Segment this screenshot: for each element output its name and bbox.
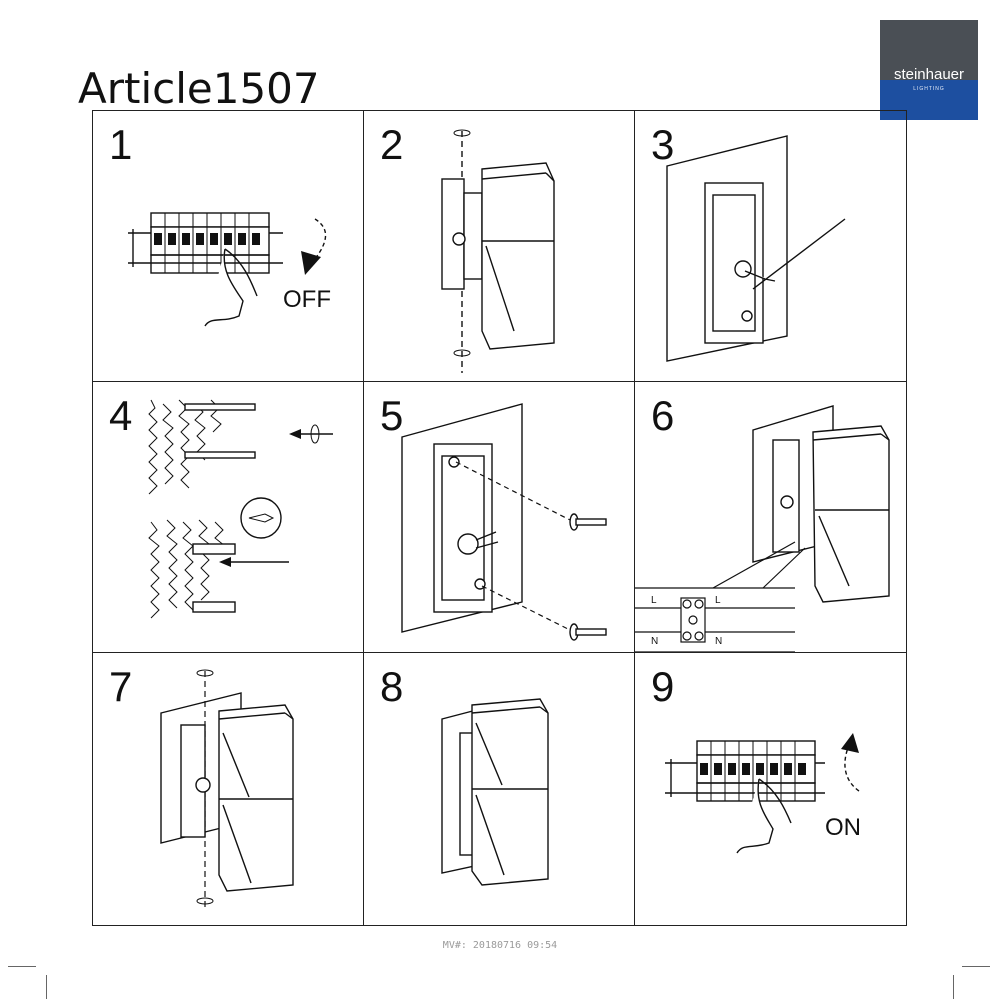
lamp-fixing-illustration <box>160 669 294 911</box>
drill-and-plug-illustration <box>148 399 333 619</box>
page-title: Article1507 <box>78 64 320 113</box>
crop-mark <box>953 975 954 999</box>
step-5-panel: 5 <box>364 382 635 653</box>
neutral-label-left: N <box>651 636 658 647</box>
step-number: 5 <box>380 392 404 439</box>
live-label-left: L <box>651 595 657 606</box>
off-label: OFF <box>283 286 331 313</box>
on-label: ON <box>825 814 861 841</box>
lamp-side-illustration <box>441 129 555 373</box>
step-number: 8 <box>380 663 404 710</box>
step-7-panel: 7 <box>93 653 364 925</box>
step-9-panel: 9 <box>635 653 906 925</box>
installed-lamp-illustration <box>441 698 549 886</box>
step-4-panel: 4 <box>93 382 364 653</box>
neutral-label-right: N <box>715 636 722 647</box>
instruction-grid: 1 <box>92 110 907 926</box>
step-2-panel: 2 <box>364 111 635 382</box>
step-number: 2 <box>380 121 404 168</box>
wiring-illustration: L L N N <box>635 405 890 652</box>
step-number: 1 <box>109 121 133 168</box>
step-number: 3 <box>651 121 675 168</box>
step-number: 6 <box>651 392 675 439</box>
footer-version: MV#: 20180716 09:54 <box>442 940 558 951</box>
wall-plate-illustration <box>666 135 846 362</box>
logo-subtitle: LIGHTING <box>913 86 945 92</box>
breaker-on-illustration: ON <box>665 733 861 854</box>
step-8-panel: 8 <box>364 653 635 925</box>
logo-name: steinhauer <box>893 66 965 83</box>
crop-mark <box>962 966 990 967</box>
crop-mark <box>8 966 36 967</box>
step-6-panel: 6 L <box>635 382 906 653</box>
screw-mount-illustration <box>401 403 607 641</box>
step-3-panel: 3 <box>635 111 906 382</box>
step-number: 4 <box>109 392 133 439</box>
live-label-right: L <box>715 595 721 606</box>
breaker-off-illustration: OFF <box>128 212 331 327</box>
step-number: 7 <box>109 663 133 710</box>
brand-logo: steinhauer LIGHTING <box>880 20 978 120</box>
step-1-panel: 1 <box>93 111 364 382</box>
crop-mark <box>46 975 47 999</box>
step-number: 9 <box>651 663 675 710</box>
